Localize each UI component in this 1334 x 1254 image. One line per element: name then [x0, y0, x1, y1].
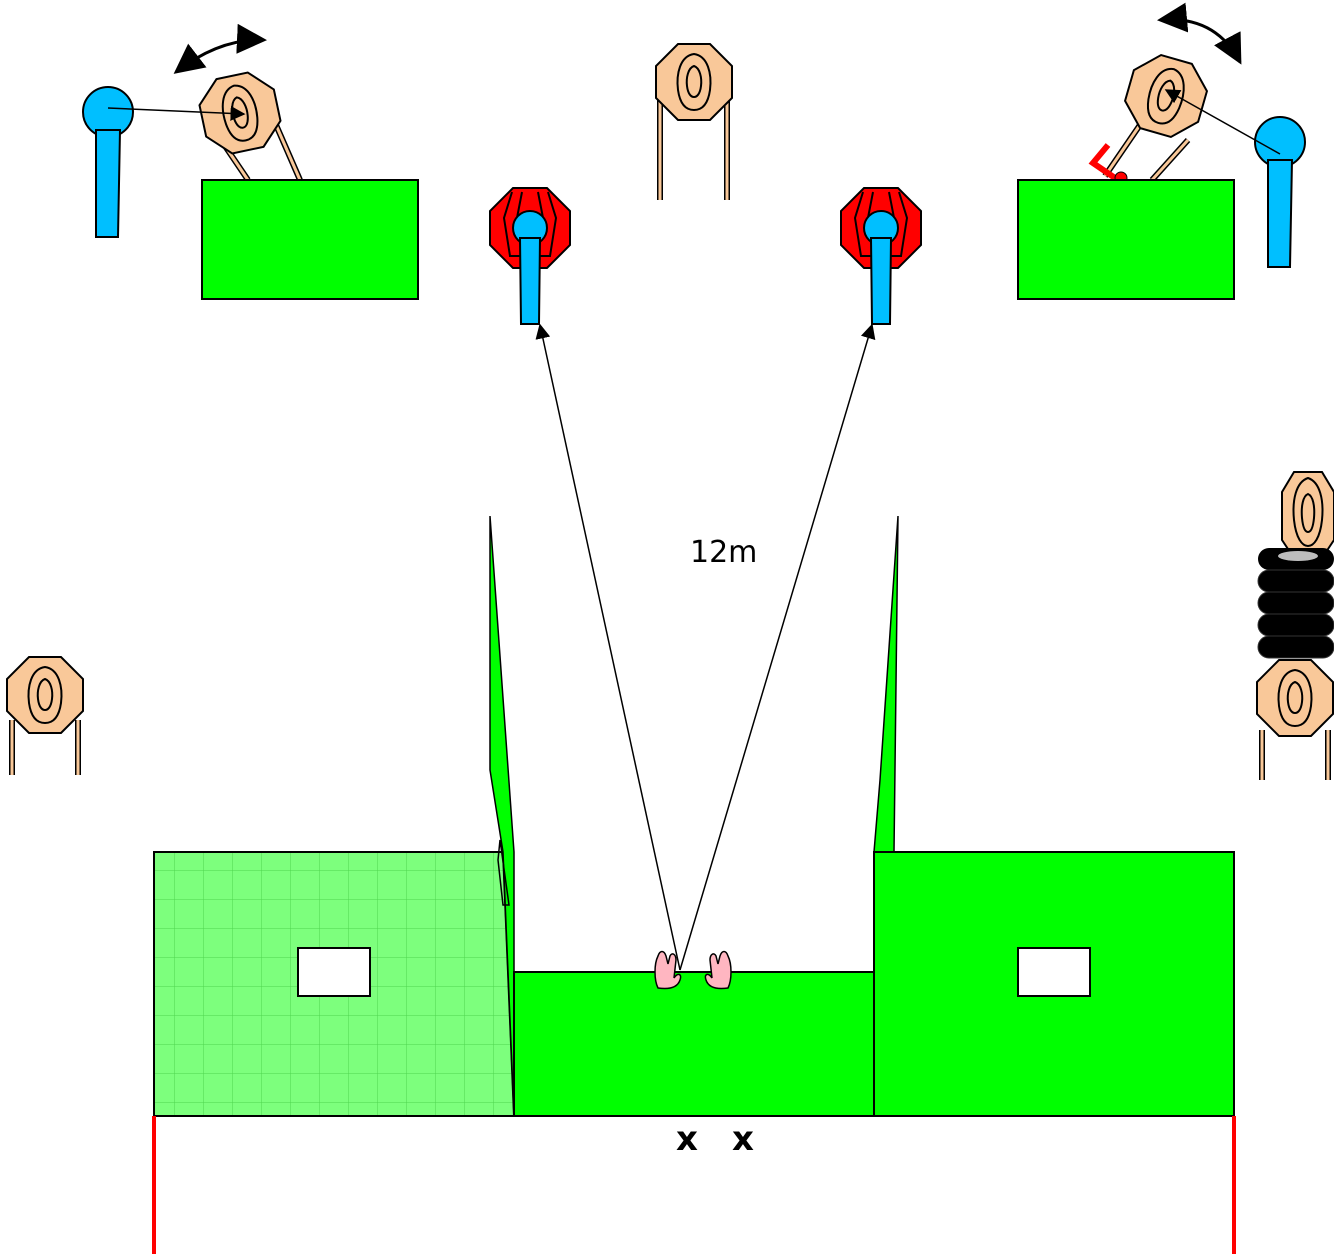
wing-wall-right — [873, 515, 899, 853]
no-shoot-left — [82, 86, 246, 238]
barricade-top-left — [201, 179, 419, 300]
distance-label: 12m — [690, 535, 757, 570]
paper-target-top-center — [655, 43, 733, 200]
swinging-paper-target-right — [1088, 2, 1242, 185]
swinging-paper-target-left — [173, 23, 303, 182]
window-left — [297, 947, 371, 997]
center-wall — [513, 971, 875, 1117]
start-mark: x — [676, 1119, 698, 1159]
start-mark: x — [732, 1119, 754, 1159]
shooting-box — [152, 515, 1236, 1254]
no-shoot-right — [1164, 89, 1306, 268]
swing-arc-icon — [1157, 2, 1242, 65]
paper-target-left — [6, 656, 84, 775]
hand-icon — [704, 950, 732, 990]
tire-stack-icon — [1257, 548, 1334, 659]
window-right — [1017, 947, 1091, 997]
paper-targets-right-with-tires — [1256, 471, 1334, 780]
swing-arc-icon — [173, 23, 267, 74]
barricade-top-right — [1017, 179, 1235, 300]
steel-plate-right — [840, 187, 922, 325]
paper-target-right-lower — [1256, 659, 1334, 780]
wing-wall-left — [489, 515, 515, 1117]
paper-target-right-upper — [1281, 471, 1334, 559]
steel-plate-left — [489, 187, 571, 325]
distance-arrows — [535, 323, 876, 971]
